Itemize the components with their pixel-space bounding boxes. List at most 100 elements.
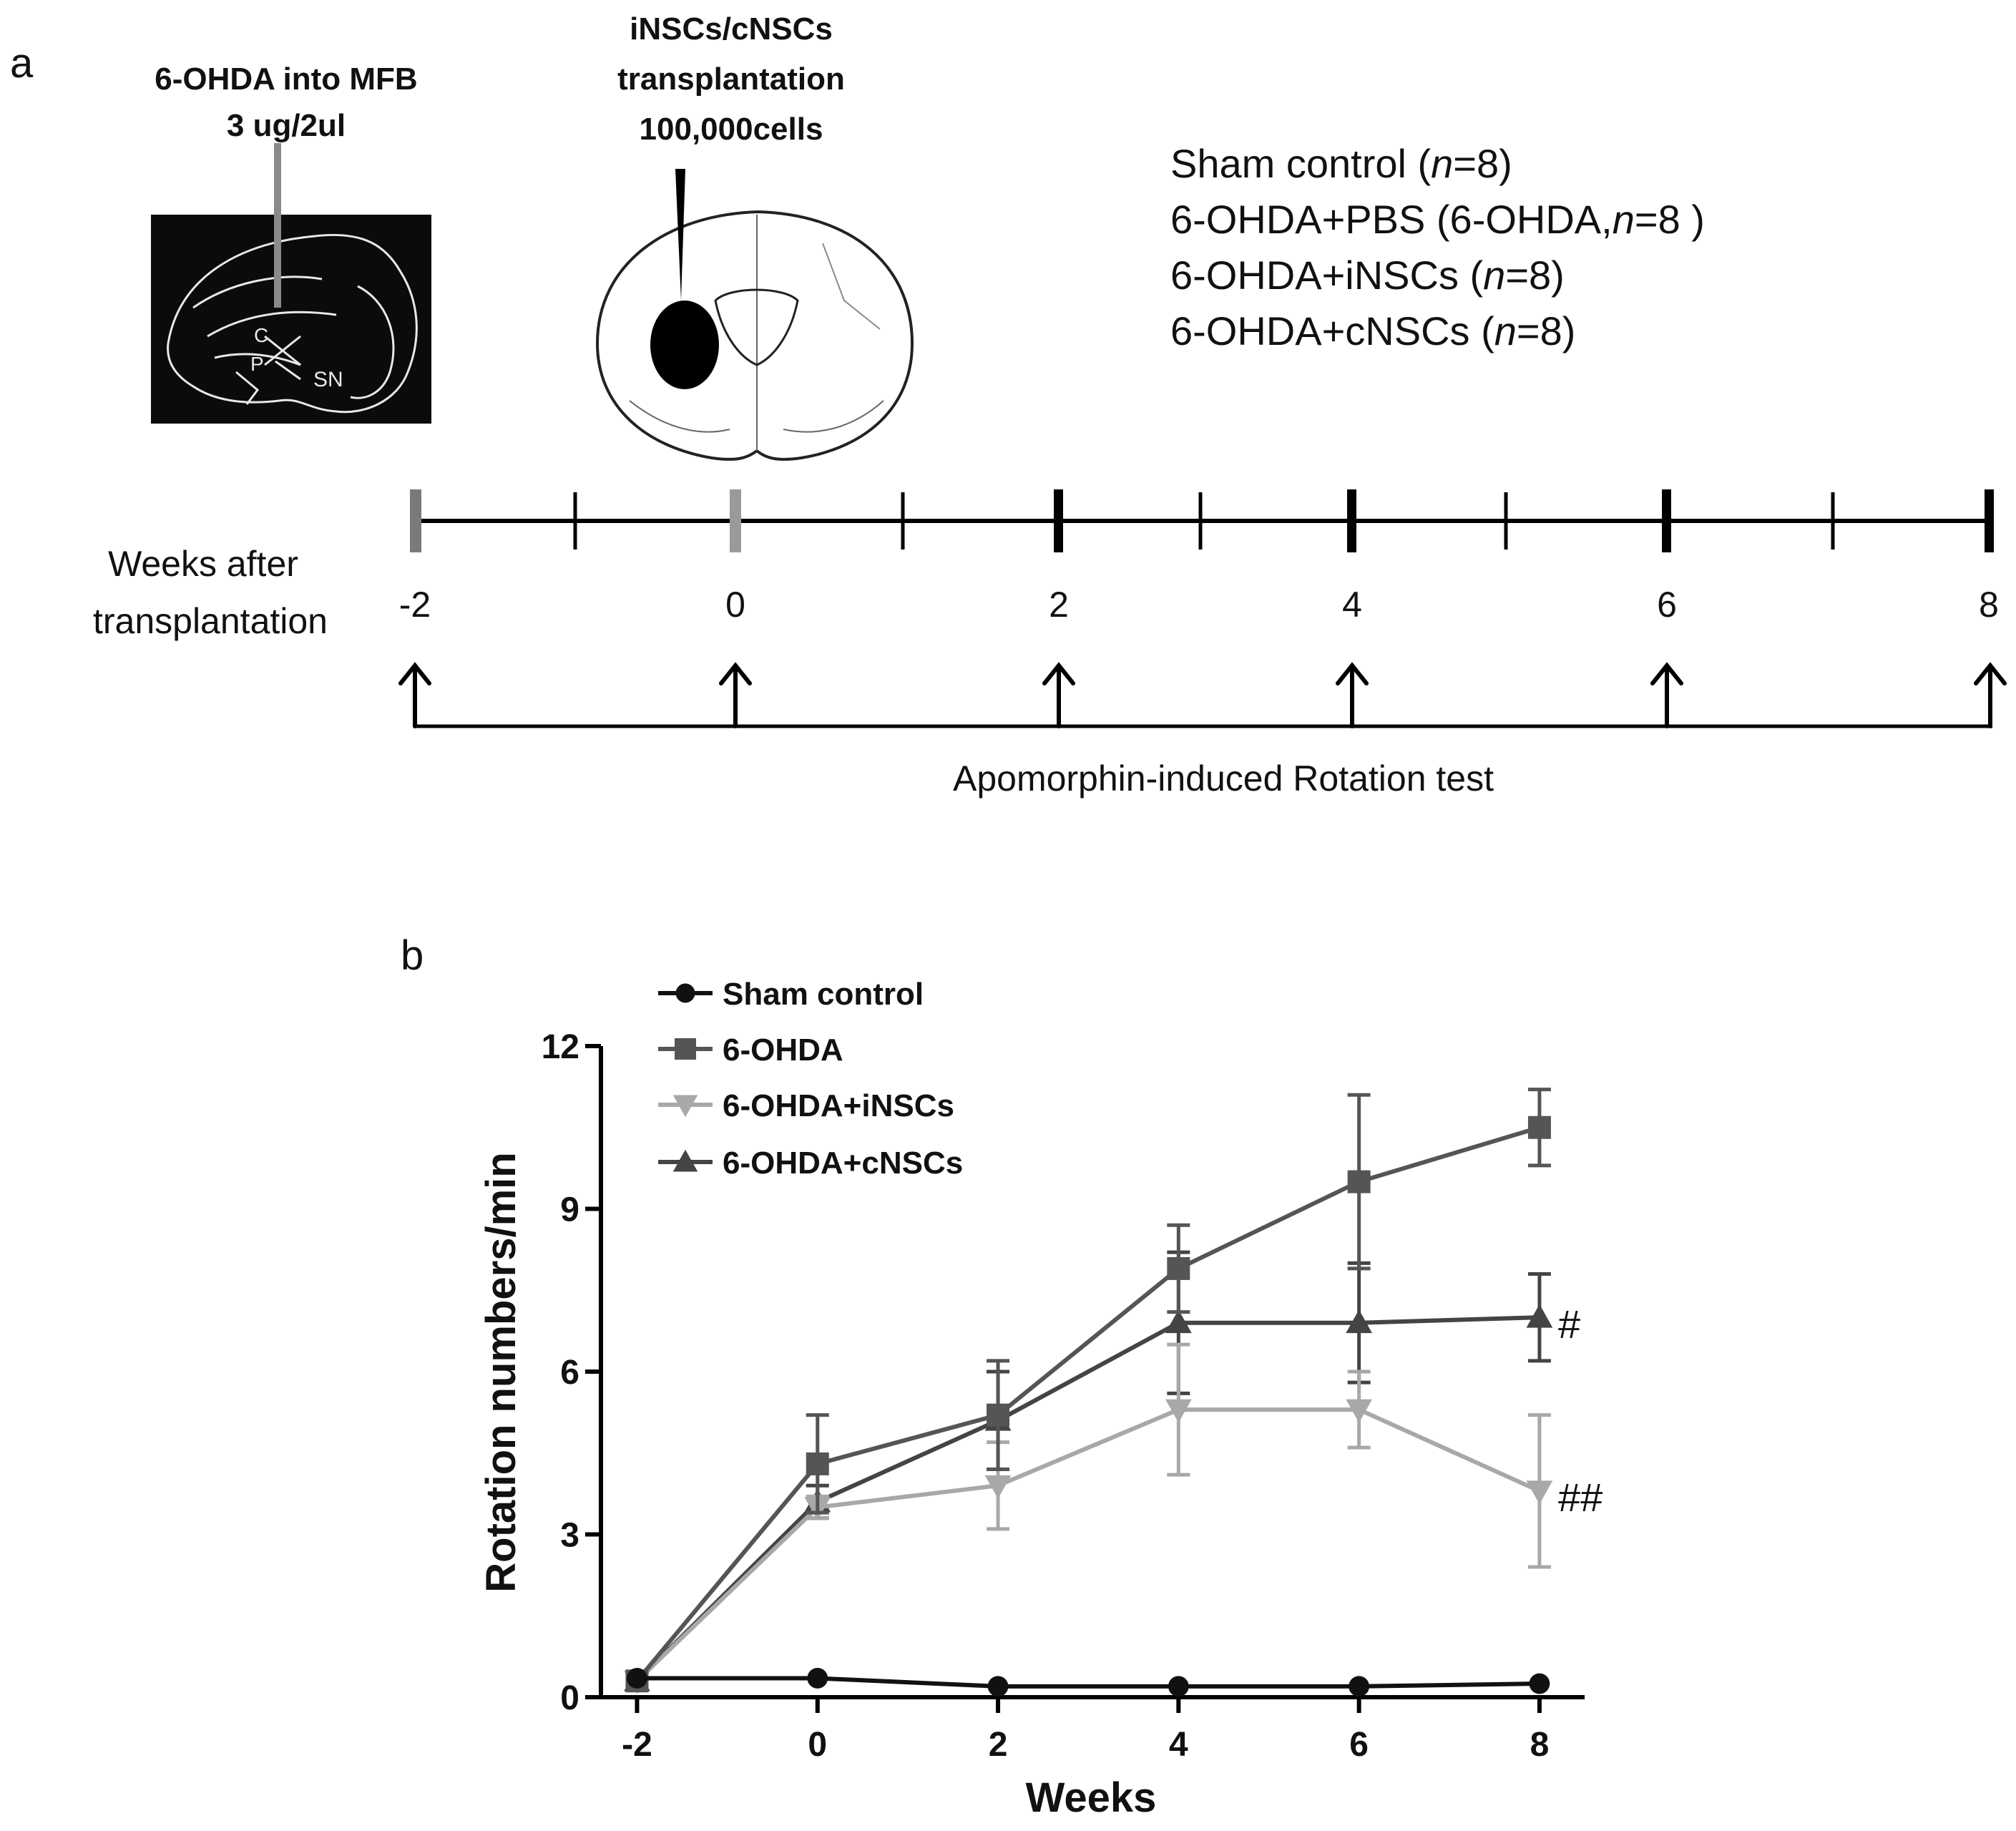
data-point xyxy=(987,1403,1010,1427)
transplant-schematic: iNSCs/cNSCs transplantation 100,000cells xyxy=(595,11,914,461)
series-line xyxy=(635,1315,1540,1683)
data-point xyxy=(987,1676,1009,1697)
series-layer xyxy=(624,1088,1553,1697)
timeline-label-line-1: Weeks after xyxy=(108,544,298,584)
arrow-week-minus-2 xyxy=(398,662,431,728)
series-6-ohda-inscs xyxy=(624,1342,1553,1694)
timeline-week-8-marker xyxy=(1985,489,1994,552)
series-sham-control xyxy=(627,1668,1550,1697)
group-6ohda-pbs: 6-OHDA+PBS (6-OHDA,n=8 ) xyxy=(1170,197,1705,242)
data-point xyxy=(1527,1115,1551,1139)
brain-contour-4 xyxy=(235,371,260,405)
legend-label: 6-OHDA+cNSCs xyxy=(723,1146,963,1181)
group-6ohda-insc: 6-OHDA+iNSCs (n=8) xyxy=(1170,253,1565,298)
legend-label: 6-OHDA+iNSCs xyxy=(723,1088,954,1123)
series-line xyxy=(635,1125,1540,1683)
timeline-start-marker xyxy=(410,489,421,552)
x-tick-label: 2 xyxy=(989,1726,1008,1764)
x-tick-label: -2 xyxy=(622,1726,652,1764)
coronal-contour-1 xyxy=(629,400,730,433)
legend-marker xyxy=(672,1149,698,1172)
series-line xyxy=(635,1407,1541,1683)
timeline-week-label: 4 xyxy=(1342,585,1362,625)
x-axis-title: Weeks xyxy=(1026,1774,1157,1821)
data-point xyxy=(984,1475,1012,1499)
data-point xyxy=(1349,1676,1370,1697)
chart-legend: Sham control 6-OHDA 6-OHDA+iNSCs 6-OHDA+cNS… xyxy=(658,977,963,1181)
group-6ohda-cnsc: 6-OHDA+cNSCs (n=8) xyxy=(1170,308,1575,353)
series-line xyxy=(637,1676,1540,1689)
legend-marker xyxy=(675,983,695,1003)
lesion-schematic: 6-OHDA into MFB 3 ug/2ul C P SN xyxy=(151,62,431,424)
annotation-inscs: ## xyxy=(1558,1475,1602,1520)
arrow-week-0 xyxy=(719,662,752,728)
legend-marker xyxy=(675,1038,696,1060)
data-point xyxy=(1529,1673,1550,1694)
legend-label: 6-OHDA xyxy=(723,1032,843,1068)
annotation-cnscs: # xyxy=(1558,1302,1580,1347)
brain-label-c: C xyxy=(254,324,268,346)
timeline-week-4-marker xyxy=(1347,489,1356,552)
x-tick-label: 0 xyxy=(808,1726,827,1764)
legend-marker xyxy=(672,1095,698,1118)
timeline-week-label: 0 xyxy=(725,585,745,625)
transplant-needle xyxy=(675,169,685,301)
y-tick-label: 9 xyxy=(560,1191,579,1229)
timeline: Weeks after transplantation -2 0 2 4 6 8… xyxy=(93,489,2007,799)
y-tick-label: 12 xyxy=(542,1028,579,1066)
brain-contour-5 xyxy=(275,360,301,381)
rotation-test-arrows xyxy=(398,662,2007,728)
timeline-label-line-2: transplantation xyxy=(93,601,328,641)
sagittal-brain-image xyxy=(151,215,431,424)
timeline-week-6-marker xyxy=(1662,489,1671,552)
group-sham: Sham control (n=8) xyxy=(1170,141,1512,186)
timeline-week-2-marker xyxy=(1054,489,1063,552)
y-tick-label: 0 xyxy=(560,1679,579,1717)
y-tick-label: 6 xyxy=(560,1354,579,1392)
data-point xyxy=(1526,1480,1553,1505)
x-tick-label: 6 xyxy=(1349,1726,1369,1764)
panel-a-letter: a xyxy=(10,40,34,87)
panel-b-letter: b xyxy=(401,932,424,979)
data-point xyxy=(1165,1309,1192,1334)
timeline-transplant-marker xyxy=(730,489,741,552)
ventricle-outline xyxy=(714,288,799,366)
data-point xyxy=(1346,1309,1373,1334)
rotation-test-label: Apomorphin-induced Rotation test xyxy=(953,758,1494,799)
brain-contour-3 xyxy=(214,353,301,366)
coronal-contour-2 xyxy=(783,400,884,433)
cerebellum-outline xyxy=(350,285,395,399)
group-list: Sham control (n=8) 6-OHDA+PBS (6-OHDA,n=… xyxy=(1170,141,1705,353)
transplant-line-2: transplantation xyxy=(617,62,845,97)
arrow-week-2 xyxy=(1042,662,1075,728)
lesion-dose: 3 ug/2ul xyxy=(227,108,346,143)
coronal-contour-3 xyxy=(822,243,881,330)
data-point xyxy=(806,1452,829,1475)
data-point xyxy=(1346,1399,1373,1423)
injection-mark-2 xyxy=(264,335,301,366)
sagittal-brain-outline xyxy=(167,233,418,414)
x-tick-label: 8 xyxy=(1530,1726,1550,1764)
x-ticks: -2 0 2 4 6 8 xyxy=(622,1697,1549,1764)
data-point xyxy=(1167,1256,1190,1280)
brain-label-sn: SN xyxy=(313,368,343,391)
graft-site xyxy=(650,301,719,389)
brain-contour-2 xyxy=(207,311,337,338)
data-point xyxy=(627,1668,647,1689)
timeline-week-label: -2 xyxy=(399,585,431,625)
timeline-week-label: 6 xyxy=(1657,585,1677,625)
series-6-ohda-cnscs xyxy=(624,1250,1553,1691)
lesion-title: 6-OHDA into MFB xyxy=(155,62,417,97)
data-point xyxy=(1347,1170,1371,1193)
legend-label: Sham control xyxy=(723,977,924,1012)
x-tick-label: 4 xyxy=(1169,1726,1188,1764)
series-6-ohda xyxy=(625,1088,1551,1693)
arrow-week-6 xyxy=(1650,662,1683,728)
data-point xyxy=(1526,1304,1553,1328)
transplant-line-3: 100,000cells xyxy=(640,112,823,147)
coronal-brain-outline xyxy=(595,210,914,461)
arrow-week-8 xyxy=(1974,662,2007,728)
injection-needle xyxy=(274,143,281,308)
brain-label-p: P xyxy=(250,353,264,375)
